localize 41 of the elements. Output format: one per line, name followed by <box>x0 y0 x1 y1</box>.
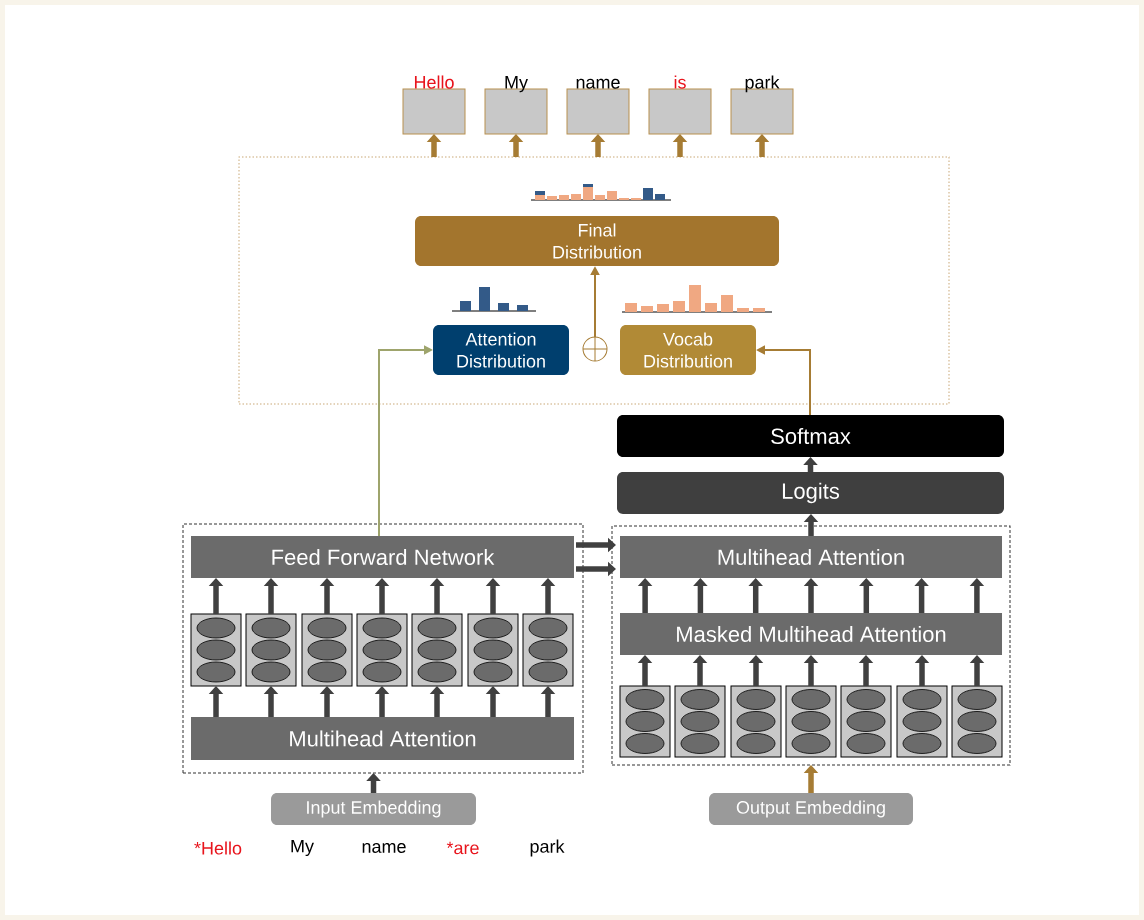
group-frame <box>182 523 584 774</box>
embedding-cell <box>411 613 463 687</box>
group-frame <box>238 156 950 405</box>
word-label: *are <box>446 841 479 855</box>
output-token-box: My <box>484 76 548 135</box>
word-label: name <box>362 843 406 853</box>
process-box: Final Distribution <box>415 216 779 266</box>
embedding-cell <box>674 685 726 758</box>
embedding-cell <box>785 685 837 758</box>
embedding-cell <box>730 685 782 758</box>
sum-circle <box>582 336 608 362</box>
embedding-cell <box>245 613 297 687</box>
embedding-cell <box>619 685 671 758</box>
embedding-cell <box>467 613 519 687</box>
output-token-box: Hello <box>402 75 466 135</box>
embedding-cell <box>356 613 408 687</box>
node-label: name <box>576 78 620 89</box>
layer-box: Multihead Attention <box>191 717 574 760</box>
layer-box: Multihead Attention <box>620 536 1002 578</box>
output-token-box: park <box>730 75 794 135</box>
word-label: park <box>530 839 565 857</box>
output-token-box: name <box>566 78 630 135</box>
embedding-box: Output Embedding <box>709 793 913 825</box>
process-box: Vocab Distribution <box>620 325 756 375</box>
embedding-cell <box>896 685 948 758</box>
node-label: is <box>674 75 686 89</box>
embedding-cell <box>840 685 892 758</box>
embedding-cell <box>190 613 242 687</box>
layer-box: Masked Multihead Attention <box>620 613 1002 655</box>
process-box: Attention Distribution <box>433 325 569 375</box>
process-box: Softmax <box>617 415 1004 457</box>
output-token-box: is <box>648 75 712 135</box>
node-label: Hello <box>414 75 454 89</box>
embedding-cell <box>522 613 574 687</box>
embedding-box: Input Embedding <box>271 793 476 825</box>
layer-box: Feed Forward Network <box>191 536 574 578</box>
group-frame <box>611 525 1011 766</box>
word-label: *Hello <box>194 841 242 855</box>
embedding-cell <box>301 613 353 687</box>
process-box: Logits <box>617 472 1004 514</box>
embedding-cell <box>951 685 1003 758</box>
